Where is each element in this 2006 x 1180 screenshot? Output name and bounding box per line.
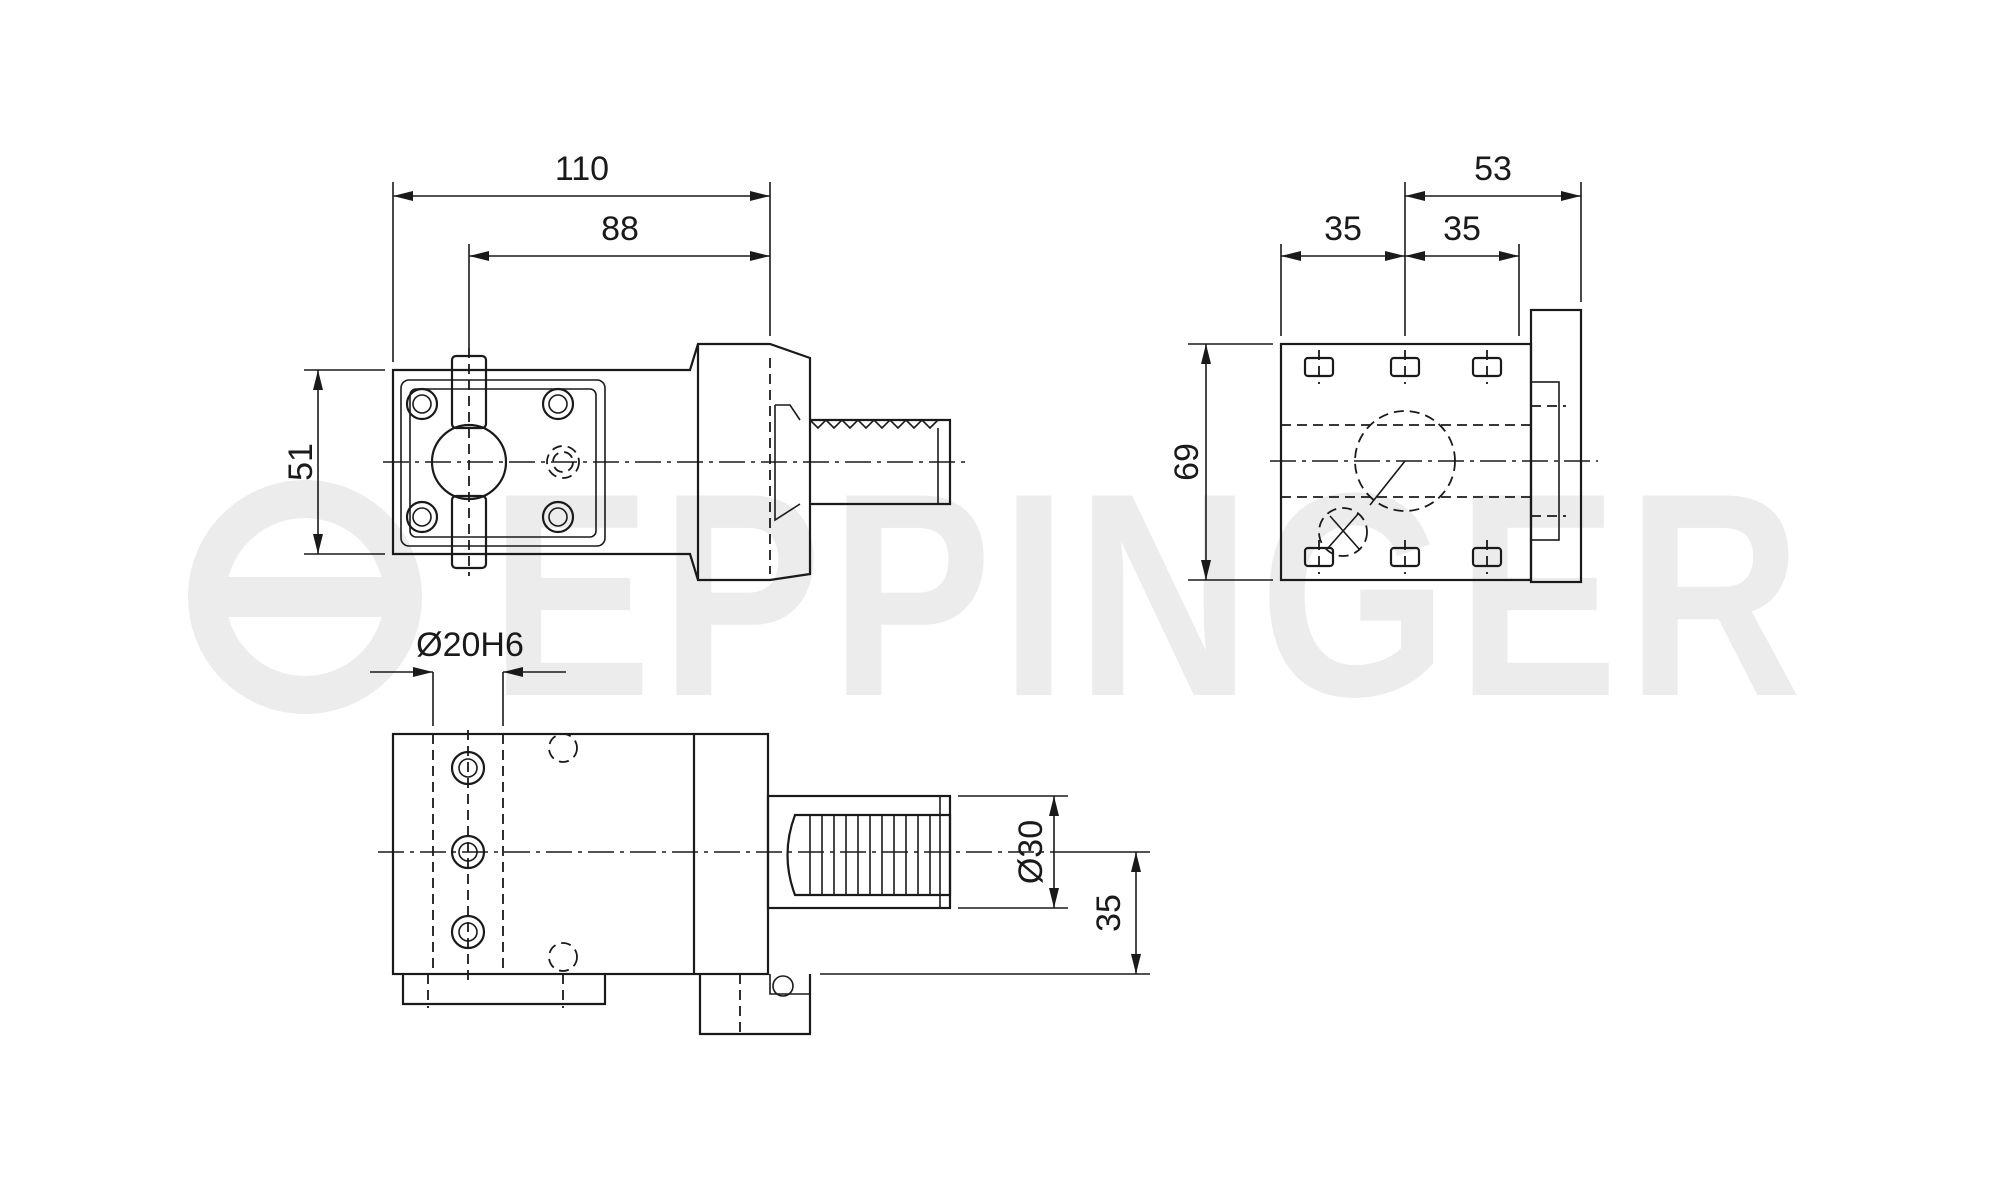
side-inner-plate <box>400 379 606 547</box>
top-foot-right <box>698 974 812 1036</box>
dim-51-label: 51 <box>282 443 320 481</box>
top-foot-notch-circle <box>772 975 794 997</box>
dim-d30-label: Ø30 <box>1012 820 1050 884</box>
dim-bore-label: Ø20H6 <box>416 626 524 664</box>
top-foot-notch <box>769 974 810 995</box>
side-inner-plate-inset <box>409 388 597 538</box>
end-screws-top <box>1303 350 1503 384</box>
end-screws-bottom <box>1303 540 1503 574</box>
dim-88-label: 88 <box>601 210 639 248</box>
side-body-outline <box>391 342 812 582</box>
dim-35r-label: 35 <box>1443 210 1481 248</box>
end-hole-hidden <box>1318 507 1368 557</box>
top-view: Ø20H6 Ø30 35 <box>370 626 1150 1036</box>
top-body <box>391 732 770 976</box>
watermark-text: EPPINGER <box>490 433 1810 757</box>
side-shank-serration <box>809 418 939 430</box>
dim-110-label: 110 <box>555 150 609 188</box>
end-radius-line <box>1369 460 1406 506</box>
watermark-ring <box>188 480 422 714</box>
end-cross-a <box>1329 515 1361 551</box>
side-screws <box>405 387 580 534</box>
side-shank-collar <box>774 404 801 522</box>
dim-ch-label: 35 <box>1090 894 1128 932</box>
watermark-bar <box>215 577 385 617</box>
watermark-logo: EPPINGER <box>188 433 1810 757</box>
top-shank-thread <box>786 813 952 897</box>
end-cross-b <box>1327 513 1359 549</box>
dim-53-label: 53 <box>1474 150 1512 188</box>
side-view: 110 88 51 <box>282 150 970 582</box>
top-foot-left <box>401 974 607 1006</box>
top-shank-serrations <box>809 815 931 895</box>
end-view: 53 35 35 69 <box>1168 150 1598 584</box>
dim-35l-label: 35 <box>1324 210 1362 248</box>
dim-69-label: 69 <box>1168 443 1206 481</box>
